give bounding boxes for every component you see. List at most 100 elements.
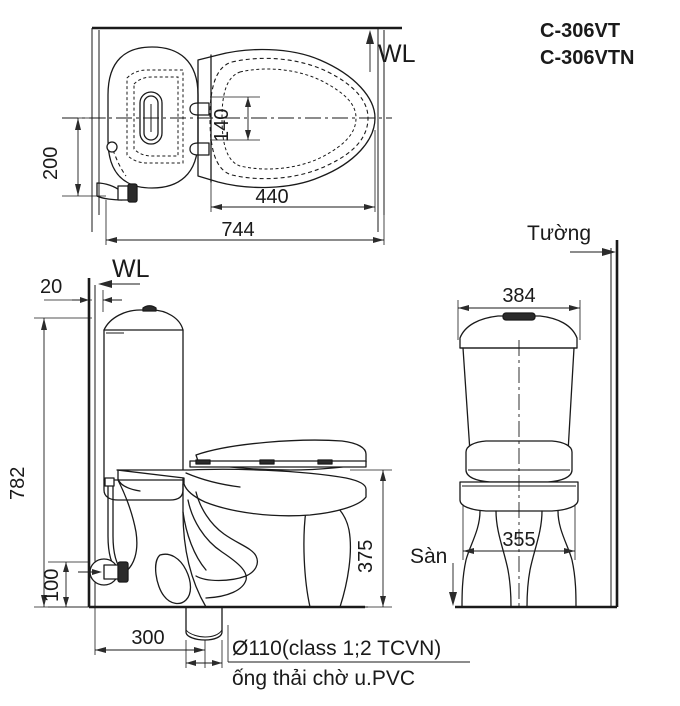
- dim-355-value: 355: [502, 529, 535, 551]
- side-view-seat-ring: [189, 460, 367, 468]
- floor-arrowhead: [449, 592, 457, 606]
- side-view-tank-inlet: [104, 477, 115, 487]
- side-view-bowl-inner-wall: [182, 511, 207, 571]
- side-view-rim-back-lip: [117, 469, 141, 492]
- dim-20-arrow-left: [80, 297, 89, 303]
- side-view-outlet-note: Ø110(class 1;2 TCVN) ống thải chờ u.PVC: [227, 625, 470, 690]
- side-view-valve-handle[interactable]: [117, 561, 129, 583]
- side-view: WL 20 782 100: [7, 255, 470, 690]
- dim-355-arrow-left: [463, 548, 474, 554]
- top-view-valve-handle: [127, 183, 138, 203]
- outlet-note-line-1: Ø110(class 1;2 TCVN): [232, 637, 441, 660]
- dim-outlet-arrow-left: [186, 660, 196, 666]
- front-view-pedestal-left-inner: [495, 510, 512, 608]
- outlet-note-line-2: ống thải chờ u.PVC: [232, 667, 415, 690]
- side-view-rim-inner-left: [185, 472, 241, 488]
- dim-140-arrow-top: [245, 97, 251, 107]
- dim-375-arrow-bottom: [380, 596, 386, 607]
- dim-744-value: 744: [221, 219, 254, 241]
- top-view: WL 200 140 440: [40, 26, 416, 245]
- dim-300-value: 300: [131, 627, 164, 649]
- side-view-trapway-lower: [187, 499, 247, 599]
- dim-782-value: 782: [7, 467, 29, 500]
- top-view-hinge-lug-bottom: [189, 142, 210, 156]
- top-view-tank-inner-dashed: [126, 69, 184, 164]
- top-view-wl-label: WL: [378, 40, 416, 68]
- dim-782-arrow-bottom: [41, 595, 47, 607]
- side-view-bowl-rim: [116, 468, 367, 517]
- wall-arrowhead: [602, 248, 616, 256]
- dim-outlet-arrow-right: [212, 660, 222, 666]
- dim-300-arrow-left: [95, 647, 106, 653]
- dimension-top-440: 440: [210, 130, 376, 212]
- side-view-tank-base: [103, 479, 184, 501]
- model-title-primary: C-306VT: [540, 20, 620, 42]
- dim-20-value: 20: [40, 276, 62, 298]
- front-view-flush-button[interactable]: [502, 312, 536, 321]
- front-view-pedestal-right-inner: [526, 510, 543, 608]
- dim-375-arrow-top: [380, 470, 386, 481]
- dim-440-value: 440: [255, 186, 288, 208]
- side-view-wl-marker: WL: [98, 255, 150, 288]
- dim-440-arrow-left: [211, 204, 222, 210]
- side-view-outlet-ellipse: [185, 629, 223, 638]
- top-view-tank-inner-dashed-2: [133, 76, 179, 157]
- top-view-supply-fitting: [106, 141, 118, 153]
- side-view-trap-loop: [154, 553, 192, 605]
- front-view-pedestal-left: [461, 510, 481, 608]
- dim-100-value: 100: [41, 569, 63, 602]
- dim-20-arrow-right: [103, 297, 112, 303]
- side-view-wl-label: WL: [112, 255, 150, 283]
- top-view-wl-marker: WL: [366, 30, 416, 72]
- front-view-pedestal-right: [557, 510, 577, 608]
- dim-140-arrow-bottom: [245, 130, 251, 140]
- dimension-side-375: 375: [348, 469, 392, 608]
- front-view-wall-label: Tường: [527, 222, 591, 245]
- side-view-bowl-body: [182, 483, 311, 608]
- side-view-seat-hinge-left: [195, 459, 211, 465]
- front-view-floor-label: Sàn: [410, 545, 447, 568]
- dim-384-value: 384: [502, 285, 535, 307]
- dim-200-arrow-bottom: [75, 184, 81, 196]
- dim-200-arrow-top: [75, 118, 81, 130]
- front-view-tank-body: [462, 347, 575, 453]
- dimension-side-20: 20: [40, 276, 122, 312]
- front-view-wall-marker: Tường: [527, 222, 616, 256]
- front-view-tank-lid: [459, 315, 578, 349]
- dim-100-arrow-top: [63, 562, 69, 572]
- top-view-bowl-rim-dashed: [221, 68, 357, 170]
- dimension-front-355: 355: [462, 505, 576, 560]
- dimension-side-100: 100: [41, 561, 88, 608]
- dim-744-arrow-left: [106, 237, 117, 243]
- dimension-top-744: 744: [105, 200, 385, 245]
- side-view-seat-bumper: [317, 459, 333, 465]
- dim-440-arrow-right: [364, 204, 375, 210]
- top-view-supply-hose-dashed: [112, 149, 127, 177]
- model-title-secondary: C-306VTN: [540, 47, 634, 69]
- front-view: Tường Sàn 384 355: [410, 222, 619, 609]
- side-view-tank-outline: [103, 309, 184, 481]
- dim-744-arrow-right: [373, 237, 384, 243]
- top-view-wl-arrowhead: [366, 30, 374, 44]
- dim-300-arrow-right: [194, 647, 205, 653]
- dim-200-value: 200: [40, 147, 62, 180]
- dimension-top-140: 140: [210, 96, 260, 142]
- dim-140-value: 140: [211, 109, 233, 142]
- dimension-top-200: 200: [40, 117, 106, 197]
- dim-782-arrow-top: [41, 318, 47, 330]
- dimension-front-384: 384: [457, 285, 581, 340]
- side-view-flush-button[interactable]: [142, 305, 157, 312]
- dim-355-arrow-right: [564, 548, 575, 554]
- front-view-floor-marker: Sàn: [410, 545, 457, 606]
- dim-384-arrow-right: [569, 305, 580, 311]
- dim-375-value: 375: [355, 540, 377, 573]
- dimension-side-300: 300: [94, 607, 223, 668]
- side-view-trapway-upper: [195, 491, 259, 582]
- top-view-hinge-lug-top: [189, 102, 210, 116]
- dim-100-arrow-bottom: [63, 597, 69, 607]
- side-view-valve-leader-arrow: [92, 569, 102, 575]
- dim-384-arrow-left: [458, 305, 469, 311]
- side-view-wl-arrowhead: [98, 280, 112, 288]
- side-view-supply-hose: [117, 479, 138, 574]
